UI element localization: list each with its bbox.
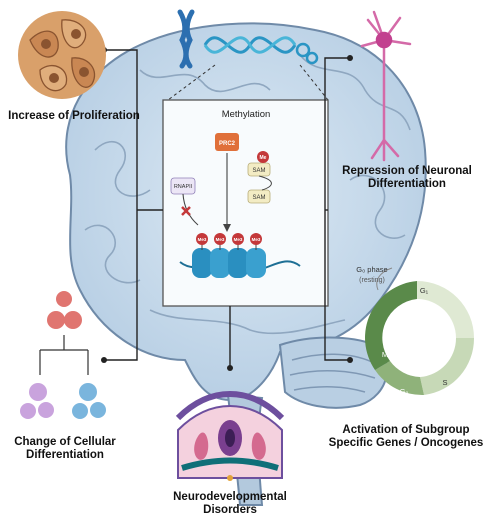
sam-label-2: SAM bbox=[252, 195, 265, 201]
label-activation-line2: Specific Genes / Oncogenes bbox=[326, 437, 486, 450]
label-proliferation: Increase of Proliferation bbox=[4, 110, 144, 123]
label-cellular-line2: Differentiation bbox=[5, 449, 125, 462]
label-repression-line2: Differentiation bbox=[329, 178, 485, 191]
label-neuro-line2: Disorders bbox=[165, 504, 295, 517]
label-activation: Activation of Subgroup Specific Genes / … bbox=[326, 424, 486, 450]
g1-label: G₁ bbox=[420, 286, 429, 295]
label-neuro-line1: Neurodevelopmental bbox=[165, 491, 295, 504]
label-activation-line1: Activation of Subgroup bbox=[326, 424, 486, 437]
neural-tissue-icon bbox=[178, 394, 282, 481]
label-neurodevelopmental: Neurodevelopmental Disorders bbox=[165, 491, 295, 517]
label-cellular-differentiation: Change of Cellular Differentiation bbox=[5, 436, 125, 462]
label-repression: Repression of Neuronal Differentiation bbox=[329, 165, 485, 191]
g0-phase-label: G₀ phase bbox=[356, 265, 387, 274]
proliferating-cells-icon bbox=[18, 11, 106, 99]
me3-label: Me3 bbox=[234, 237, 243, 242]
methylation-title: Methylation bbox=[222, 109, 271, 120]
label-repression-line1: Repression of Neuronal bbox=[329, 165, 485, 178]
prc2-label: PRC2 bbox=[219, 141, 236, 147]
g0-resting-label: (resting) bbox=[359, 277, 385, 284]
g2-label: G₂ bbox=[400, 387, 409, 396]
rnapii-label: RNAPII bbox=[174, 184, 193, 190]
m-label: M bbox=[382, 350, 388, 359]
me-label: Me bbox=[260, 155, 267, 161]
s-label: S bbox=[442, 378, 447, 387]
me3-label: Me3 bbox=[198, 237, 207, 242]
me3-label: Me3 bbox=[216, 237, 225, 242]
me3-label: Me3 bbox=[252, 237, 261, 242]
label-cellular-line1: Change of Cellular bbox=[5, 436, 125, 449]
sam-label-1: SAM bbox=[252, 168, 265, 174]
